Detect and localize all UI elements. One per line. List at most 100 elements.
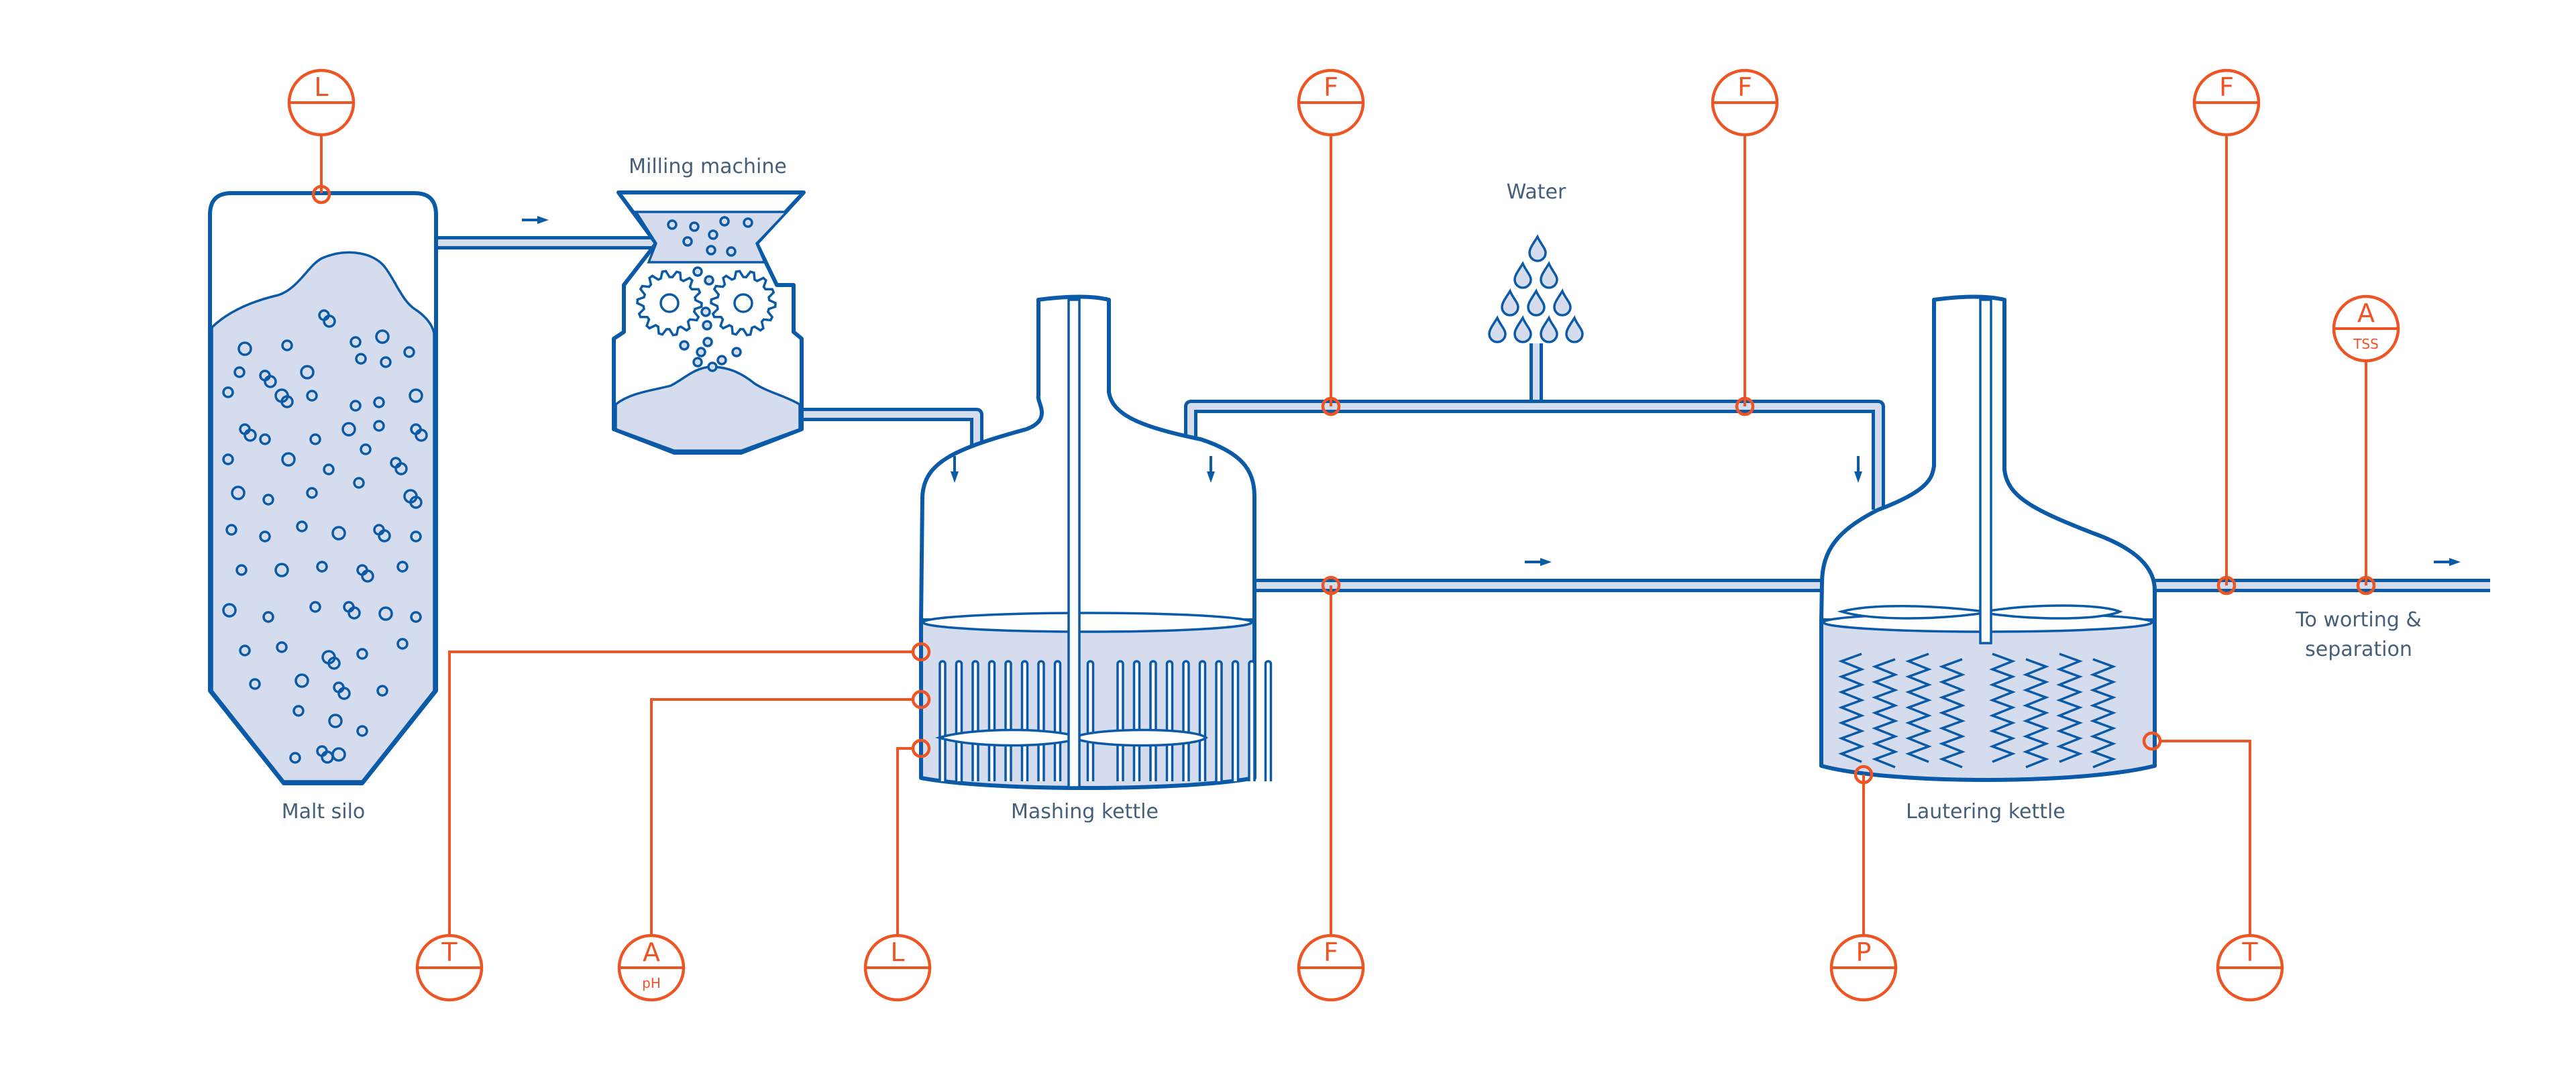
instrument-letter: P	[1856, 938, 1872, 967]
signal-line	[2161, 740, 2251, 936]
malt-grain	[264, 375, 277, 388]
water-drop-icon	[1528, 234, 1547, 262]
malt-grain	[350, 336, 362, 348]
malt-grain	[692, 357, 703, 368]
heating-tube	[1198, 660, 1207, 781]
instrument-letter: T	[441, 938, 458, 967]
malt-grain	[378, 529, 391, 543]
water-source: Water	[1488, 180, 1584, 343]
instrument-letter: A	[2357, 298, 2375, 328]
malt-grain	[696, 347, 706, 357]
malt-grain	[409, 496, 423, 509]
malt-grain	[289, 752, 301, 764]
instrument-silo-level[interactable]: L	[287, 68, 356, 205]
malt-grain	[296, 520, 308, 532]
water-drop-icon	[1501, 288, 1519, 317]
lautering-filter-bed	[1838, 653, 2116, 769]
heating-tube	[1037, 660, 1045, 781]
malt-grain	[410, 611, 422, 623]
instrument-water-flow-1[interactable]: F	[1297, 68, 1365, 416]
heating-tube	[1053, 660, 1062, 781]
malt-grain	[356, 725, 368, 737]
heating-tube	[971, 660, 979, 781]
instrument-mash-analyzer[interactable]: ApH	[617, 689, 931, 1002]
instrument-mash-temperature[interactable]: T	[415, 642, 931, 1002]
malt-grain	[700, 306, 711, 317]
water-drop-icon	[1540, 315, 1558, 343]
malt-grain	[306, 390, 318, 402]
malt-grain	[716, 355, 727, 365]
sensor-tap-point	[1321, 575, 1341, 596]
heating-tube	[955, 660, 963, 781]
heating-tube	[1182, 660, 1190, 781]
filter-zigzag	[1989, 653, 2016, 763]
malt-grain	[704, 275, 714, 286]
gear-hub	[733, 293, 753, 313]
water-drop-icon	[1540, 261, 1558, 289]
malt-silo-grains	[222, 309, 428, 764]
sensor-tap-point	[2216, 575, 2237, 596]
malt-grain	[327, 657, 341, 670]
malt-grain	[225, 524, 237, 536]
sensor-tap-point	[1735, 396, 1755, 416]
gear-hub	[659, 293, 680, 313]
heating-tube	[1004, 660, 1012, 781]
malt-grain	[323, 315, 336, 328]
malt-silo: Malt silo	[208, 191, 438, 824]
malt-grain	[237, 341, 252, 356]
malt-grain	[355, 353, 367, 365]
malt-grain	[394, 462, 408, 475]
malt-grain	[274, 563, 289, 577]
malt-grain	[702, 320, 712, 331]
filter-zigzag	[2056, 653, 2083, 763]
malt-grain	[281, 452, 296, 467]
sensor-tap-point	[311, 184, 331, 205]
water-drop-icon	[1488, 315, 1507, 343]
malt-grain	[708, 229, 718, 240]
flow-arrow-down-icon	[1207, 456, 1215, 483]
instrument-water-flow-2[interactable]: F	[1711, 68, 1779, 416]
signal-line	[896, 747, 912, 936]
output-label-line1: To worting &	[2295, 608, 2421, 632]
malt-grain	[328, 714, 343, 728]
malt-grain	[316, 561, 328, 573]
malt-grain	[719, 216, 730, 227]
malt-grain	[281, 339, 293, 351]
malt-grain	[375, 329, 390, 344]
water-drops	[1488, 234, 1584, 343]
malt-grain	[702, 337, 713, 347]
malt-silo-grain	[211, 251, 435, 783]
instrument-mash-level[interactable]: L	[863, 738, 932, 1002]
heating-tube	[1248, 660, 1256, 781]
instrument-letter: T	[2241, 938, 2258, 967]
malt-grain	[707, 361, 718, 372]
malt-grain	[244, 429, 257, 442]
heating-tube	[1231, 660, 1240, 781]
water-drop-icon	[1565, 315, 1584, 343]
malt-grain	[309, 601, 321, 613]
sensor-tap-point	[2142, 731, 2162, 751]
lautering-kettle-tank	[1819, 618, 2157, 782]
malt-grain	[323, 463, 335, 475]
instrument-lauter-pressure[interactable]: P	[1829, 765, 1898, 1002]
sensor-tap-point	[1321, 396, 1341, 416]
filter-zigzag	[2090, 658, 2116, 769]
heating-tube	[938, 660, 947, 781]
filter-zigzag	[2023, 658, 2049, 769]
instrument-output-flow[interactable]: F	[2192, 68, 2261, 596]
malt-grain	[259, 433, 271, 445]
malt-grain	[356, 648, 368, 660]
instrument-transfer-flow[interactable]: F	[1297, 575, 1365, 1002]
malt-grain	[692, 266, 703, 277]
flow-arrow-right-icon	[1525, 558, 1552, 566]
instrument-lauter-temperature[interactable]: T	[2142, 731, 2284, 1002]
water-drop-icon	[1527, 288, 1546, 317]
instrument-letter: F	[1324, 938, 1338, 967]
instrument-letter: L	[890, 938, 904, 967]
malt-grain	[415, 429, 428, 442]
malt-grain	[403, 346, 415, 358]
malt-grain	[679, 340, 690, 351]
